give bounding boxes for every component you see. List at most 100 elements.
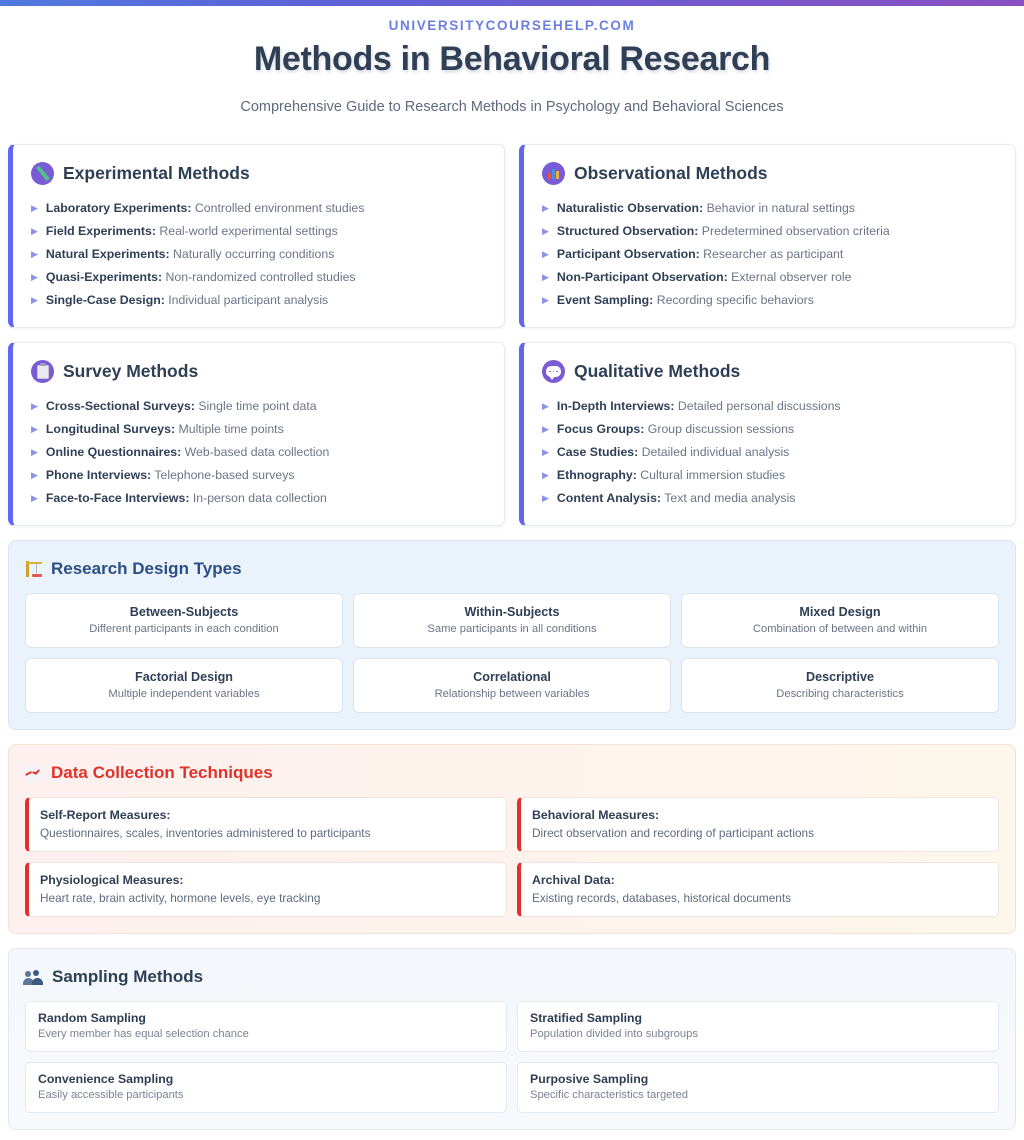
sampling-desc: Every member has equal selection chance [38,1028,249,1041]
method-card-observational: Observational Methods ▶Naturalistic Obse… [519,144,1016,329]
item-desc: Web-based data collection [184,444,330,459]
data-cell-desc: Direct observation and recording of part… [532,826,814,841]
design-cell[interactable]: Between-Subjects Different participants … [25,593,343,649]
design-desc: Relationship between variables [434,688,590,701]
sampling-name: Convenience Sampling [38,1072,174,1087]
list-item: ▶Content Analysis: Text and media analys… [542,487,997,510]
item-desc: Single time point data [198,398,317,413]
panel-title: Research Design Types [51,559,242,579]
sampling-name: Stratified Sampling [530,1011,643,1026]
item-term: Event Sampling: [556,292,654,307]
page-subtitle: Comprehensive Guide to Research Methods … [240,99,784,115]
design-cell[interactable]: Mixed Design Combination of between and … [681,593,999,649]
data-collection-cell[interactable]: Behavioral Measures: Direct observation … [517,797,999,853]
item-desc: Controlled environment studies [194,200,365,215]
clipboard-icon [31,360,54,384]
chevron-right-icon: ▶ [31,492,38,503]
item-term: Phone Interviews: [45,467,152,482]
list-item: ▶Single-Case Design: Individual particip… [31,289,486,312]
item-desc: Detailed personal discussions [677,398,841,413]
sampling-grid: Random Sampling Every member has equal s… [25,1001,999,1114]
design-name: Within-Subjects [464,605,560,620]
brand-name: UNIVERSITYCOURSEHELP.COM [388,18,636,33]
data-cell-title: Behavioral Measures: [532,808,660,823]
speech-bubble-glyph [546,366,561,381]
item-desc: Predetermined observation criteria [701,223,890,238]
bar-chart-icon [542,162,565,185]
design-desc: Combination of between and within [752,623,928,636]
research-design-panel: Research Design Types Between-Subjects D… [8,540,1016,731]
item-term: Quasi-Experiments: [45,269,163,284]
panel-header: Sampling Methods [23,967,999,987]
sampling-cell[interactable]: Purposive Sampling Specific characterist… [517,1062,999,1114]
item-desc: Individual participant analysis [168,292,329,307]
data-cell-desc: Questionnaires, scales, inventories admi… [40,826,371,841]
item-desc: Recording specific behaviors [656,292,814,307]
sampling-cell[interactable]: Convenience Sampling Easily accessible p… [25,1062,507,1114]
card-header: Observational Methods [542,162,997,185]
chevron-right-icon: ▶ [31,446,38,457]
design-cell[interactable]: Factorial Design Multiple independent va… [25,658,343,714]
method-list: ▶Cross-Sectional Surveys: Single time po… [31,395,486,510]
chevron-right-icon: ▶ [542,469,549,480]
chevron-right-icon: ▶ [31,202,38,213]
chevron-right-icon: ▶ [542,271,549,282]
chevron-right-icon: ▶ [542,446,549,457]
list-item: ▶ Event Sampling: Recording specific beha… [542,289,997,312]
data-collection-grid: Self-Report Measures: Questionnaires, sc… [25,797,999,918]
chevron-right-icon: ▶ [542,248,549,259]
design-desc: Describing characteristics [776,688,904,701]
chevron-right-icon: ▶ [31,469,38,480]
method-list: ▶In-Depth Interviews: Detailed personal … [542,395,997,510]
sampling-desc: Population divided into subgroups [530,1028,698,1041]
data-collection-panel: Data Collection Techniques Self-Report M… [8,744,1016,935]
page-header: UNIVERSITYCOURSEHELP.COM Methods in Beha… [0,6,1024,121]
chevron-right-icon: ▶ [31,423,38,434]
sampling-cell[interactable]: Random Sampling Every member has equal s… [25,1001,507,1053]
design-cell[interactable]: Correlational Relationship between varia… [353,658,671,714]
sampling-desc: Easily accessible participants [38,1089,184,1102]
item-term: Case Studies: [556,444,639,459]
item-term: Focus Groups: [556,421,645,436]
list-item: ▶Case Studies: Detailed individual analy… [542,441,997,464]
list-item: ▶ Laboratory Experiments: Controlled envi… [31,197,486,220]
data-collection-cell[interactable]: Self-Report Measures: Questionnaires, sc… [25,797,507,853]
method-card-experimental: Experimental Methods ▶Laboratory Experim… [8,144,505,329]
chevron-right-icon: ▶ [542,294,549,305]
chevron-right-icon: ▶ [542,423,549,434]
data-collection-cell[interactable]: Archival Data: Existing records, databas… [517,862,999,918]
sampling-desc: Specific characteristics targeted [530,1089,688,1102]
design-name: Correlational [473,670,551,685]
card-header: Qualitative Methods [542,360,997,384]
panel-title: Data Collection Techniques [51,763,273,783]
design-cell[interactable]: Descriptive Describing characteristics [681,658,999,714]
chevron-right-icon: ▶ [542,202,549,213]
design-cell[interactable]: Within-Subjects Same participants in all… [353,593,671,649]
chevron-right-icon: ▶ [31,400,38,411]
item-term: Face-to-Face Interviews: [45,490,190,505]
data-cell-title: Archival Data: [532,873,615,888]
item-term: Laboratory Experiments: [45,200,192,215]
list-item: ▶Phone Interviews: Telephone-based surve… [31,464,486,487]
sampling-cell[interactable]: Stratified Sampling Population divided i… [517,1001,999,1053]
item-desc: Cultural immersion studies [640,467,786,482]
chevron-right-icon: ▶ [31,225,38,236]
construction-icon [25,560,43,578]
item-term: Natural Experiments: [45,246,170,261]
item-term: Ethnography: [556,467,637,482]
design-name: Mixed Design [799,605,881,620]
panel-header: Data Collection Techniques [25,763,999,783]
list-item: ▶Quasi-Experiments: Non-randomized contr… [31,266,486,289]
chevron-right-icon: ▶ [542,492,549,503]
list-item: ▶Online Questionnaires: Web-based data c… [31,441,486,464]
design-name: Factorial Design [135,670,233,685]
data-cell-desc: Existing records, databases, historical … [532,891,792,906]
chevron-right-icon: ▶ [31,294,38,305]
item-term: Structured Observation: [556,223,699,238]
clipboard-glyph [36,363,49,379]
design-name: Between-Subjects [129,605,239,620]
item-term: Content Analysis: [556,490,662,505]
page-title: Methods in Behavioral Research [253,40,771,78]
design-desc: Same participants in all conditions [427,623,597,636]
data-collection-cell[interactable]: Physiological Measures: Heart rate, brai… [25,862,507,918]
